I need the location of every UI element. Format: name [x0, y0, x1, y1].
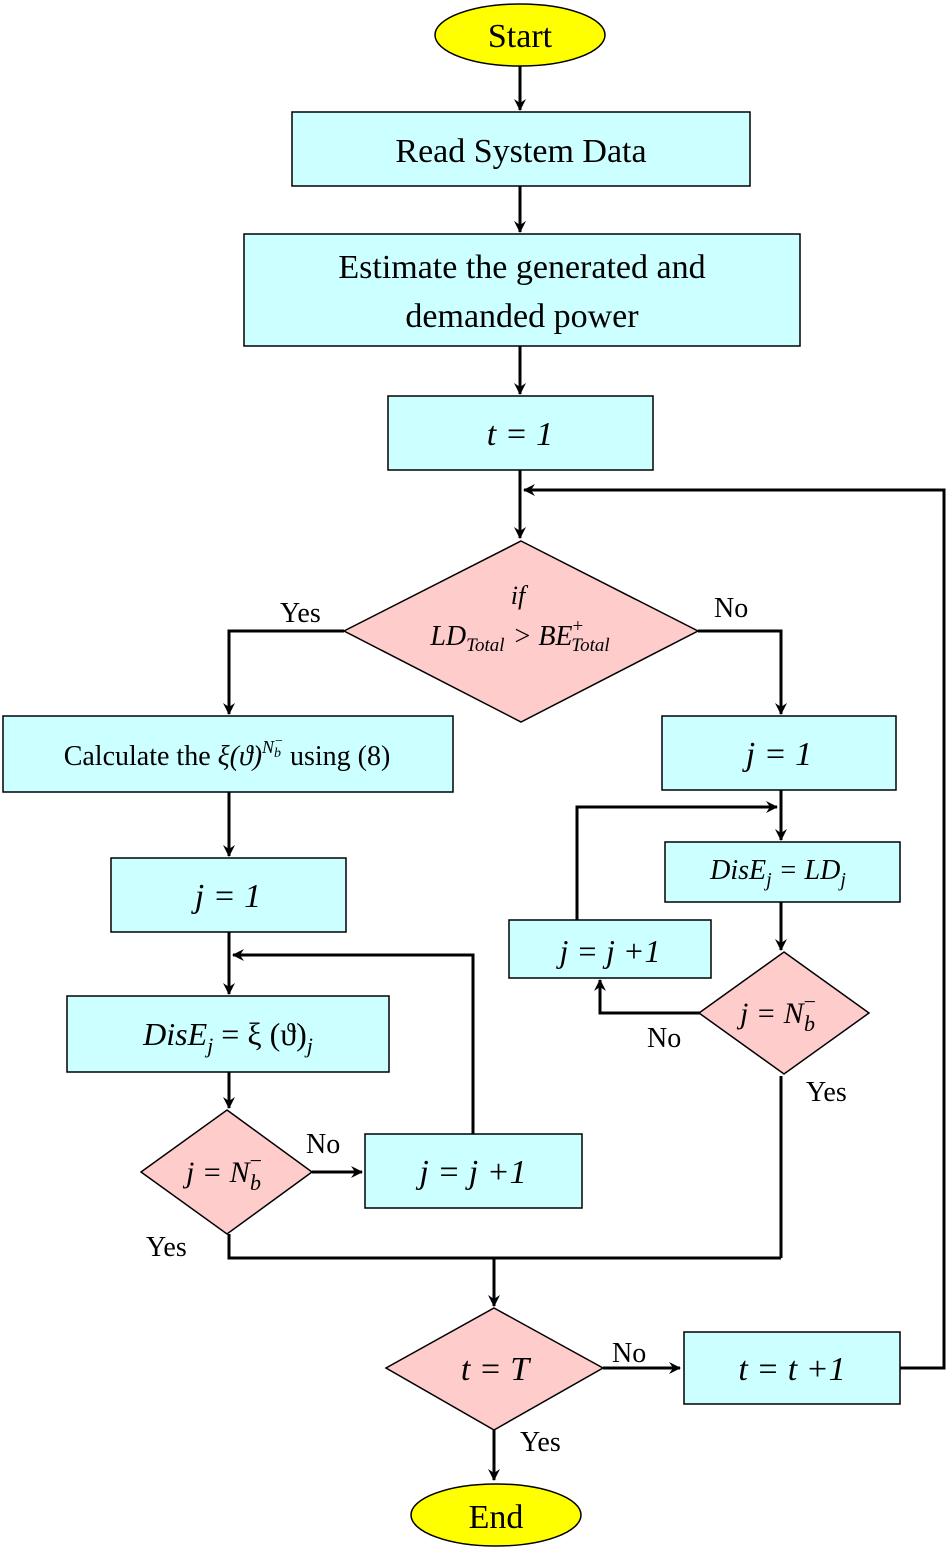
load-condition-diamond	[342, 540, 700, 723]
condition-if: if	[511, 581, 529, 610]
estimate-label-line1: Estimate the generated and	[338, 249, 705, 286]
arrow-loop-t-increment	[523, 484, 946, 1370]
dise-right-eq: = LD	[772, 855, 841, 886]
arrow-loop-left	[232, 949, 475, 1134]
condition-ld-sub: Total	[466, 635, 504, 656]
dise-right-label: DisEj = LDj	[709, 855, 846, 891]
calc-sup: N	[261, 737, 275, 757]
condition-be-sup: +	[573, 616, 584, 637]
condition-no-label: No	[714, 593, 748, 624]
calc-suffix: using (8)	[283, 741, 390, 772]
j-init-right-label: j = 1	[742, 736, 812, 773]
estimate-label-line2: demanded power	[405, 298, 639, 335]
calc-prefix: Calculate the	[64, 741, 218, 772]
j-check-left-sup: −	[250, 1148, 262, 1173]
condition-yes-label: Yes	[280, 598, 321, 629]
dise-right-sub2: j	[837, 869, 846, 891]
j-check-right-sup: −	[804, 989, 816, 1014]
dise-left-dis: DisE	[142, 1016, 207, 1052]
j-check-left-sub: b	[250, 1170, 261, 1195]
arrow-check-right-no	[594, 979, 700, 1015]
j-check-right-label: j = N−b	[736, 989, 816, 1036]
condition-be: BE	[538, 621, 572, 652]
j-check-right-diamond	[697, 951, 871, 1075]
j-inc-left-box	[364, 1133, 583, 1209]
condition-expression: LDTotal>BE+Total	[429, 616, 609, 656]
left-yes-label: Yes	[146, 1232, 187, 1263]
t-check-diamond	[384, 1307, 605, 1431]
j-check-right-lhs: j = N	[736, 997, 806, 1030]
j-inc-right-label: j = j +1	[556, 933, 661, 969]
j-check-right-sub: b	[804, 1011, 815, 1036]
start-label: Start	[488, 18, 553, 55]
connectors	[223, 66, 946, 1481]
condition-ld: LD	[429, 621, 466, 652]
calc-sup-minus: −	[275, 734, 283, 749]
dise-left-sub: j	[204, 1033, 213, 1058]
right-no-label: No	[647, 1023, 681, 1054]
t-no-label: No	[612, 1338, 646, 1369]
j-init-right-box	[661, 715, 897, 791]
arrow-condition-yes	[223, 629, 344, 715]
end-terminal	[410, 1483, 582, 1547]
j-init-left-label: j = 1	[191, 878, 261, 915]
arrow-condition-no	[698, 629, 787, 715]
j-check-left-lhs: j = N	[182, 1156, 252, 1189]
condition-gt: >	[515, 621, 531, 652]
j-init-left-box	[110, 857, 347, 933]
j-inc-left-label: j = j +1	[415, 1154, 526, 1191]
dise-left-box	[66, 995, 390, 1073]
t-inc-box	[683, 1331, 901, 1405]
left-no-label: No	[306, 1129, 340, 1160]
line-left-yes-merge	[227, 1234, 781, 1260]
calc-sup-sub: b	[274, 746, 281, 761]
t-yes-label: Yes	[520, 1427, 561, 1458]
dise-right-box	[664, 841, 901, 903]
arrow-loop-right	[575, 801, 778, 920]
j-inc-right-box	[508, 919, 712, 979]
end-label: End	[469, 1499, 524, 1536]
dise-left-eq: = ξ (ϑ)	[213, 1016, 306, 1052]
t-init-box	[387, 395, 654, 471]
estimate-box	[243, 233, 801, 347]
condition-be-sub: Total	[571, 635, 609, 656]
j-check-left-label: j = N−b	[182, 1148, 262, 1195]
start-terminal	[434, 3, 606, 67]
dise-right-sub: j	[763, 869, 772, 891]
dise-right-dis: DisE	[709, 855, 766, 886]
calc-box	[2, 715, 454, 793]
read-data-label: Read System Data	[395, 133, 646, 170]
calc-xi: ξ(ϑ)	[218, 741, 262, 772]
read-data-box	[291, 111, 751, 187]
t-check-label: t = T	[461, 1351, 531, 1388]
dise-left-label: DisEj = ξ (ϑ)j	[142, 1016, 313, 1058]
calc-label: Calculate the ξ(ϑ)Nb− using (8)	[64, 734, 391, 772]
t-inc-label: t = t +1	[738, 1351, 845, 1388]
j-check-left-diamond	[139, 1109, 314, 1235]
right-yes-label: Yes	[806, 1077, 847, 1108]
dise-left-sub2: j	[304, 1033, 313, 1058]
t-init-label: t = 1	[487, 416, 553, 453]
